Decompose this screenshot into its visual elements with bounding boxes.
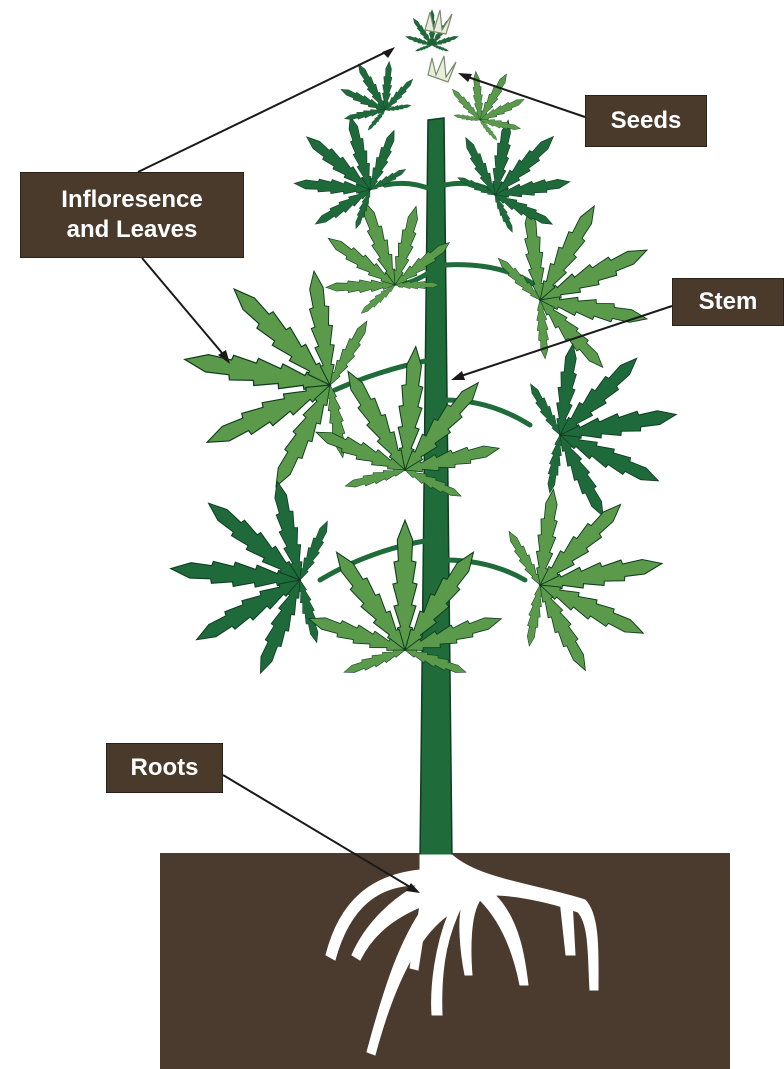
leaf-bottom-center (306, 520, 504, 678)
seeds-label-text: Seeds (611, 106, 682, 136)
leaf-mid-dark-left (266, 89, 424, 250)
roots-label: Roots (106, 743, 223, 793)
seeds-label: Seeds (585, 95, 707, 147)
stem-label-text: Stem (699, 287, 758, 317)
stem-label: Stem (672, 278, 784, 326)
leaf-left-dark (162, 470, 336, 681)
inflorescence-and-leaves-label: Infloresence and Leaves (20, 172, 244, 258)
inflorescence-label-line1: Infloresence (61, 185, 202, 215)
inflorescence-label-line2: and Leaves (67, 215, 198, 245)
leaf-top-right (439, 54, 542, 150)
roots-label-text: Roots (131, 753, 199, 783)
leaf-right-lower (497, 470, 678, 683)
